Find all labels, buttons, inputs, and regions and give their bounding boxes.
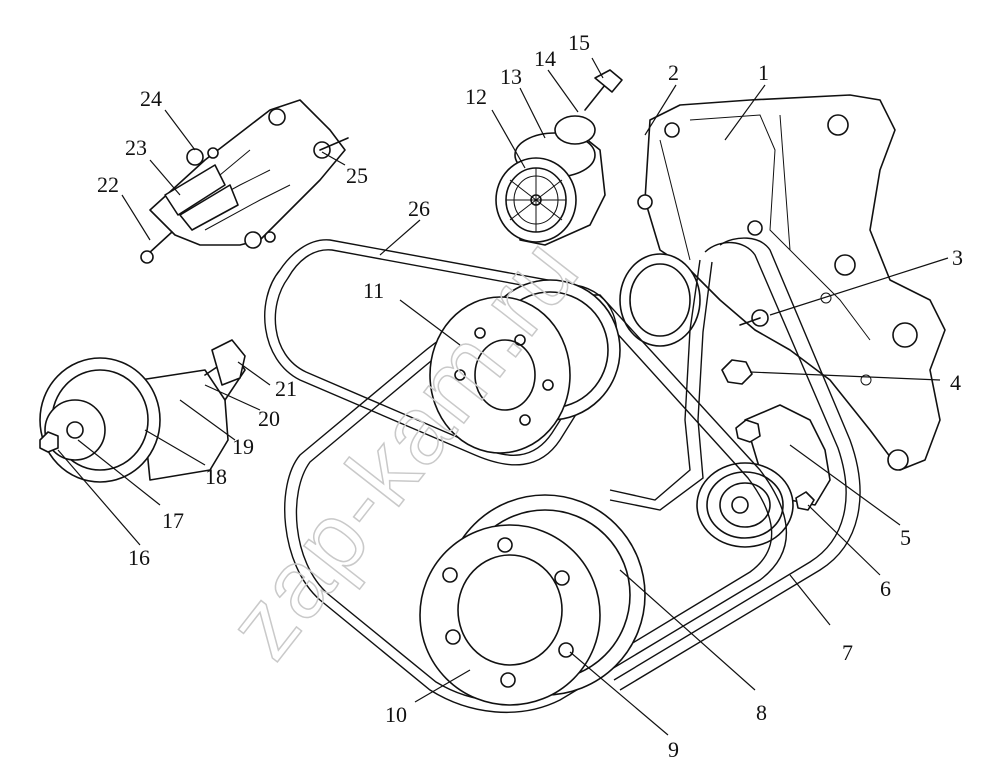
callout-16: 16 [128, 545, 150, 570]
callout-21: 21 [275, 376, 297, 401]
callout-17: 17 [162, 508, 184, 533]
callout-2: 2 [668, 60, 679, 85]
water-pump-pulley-assembly [39, 339, 246, 483]
callout-18: 18 [205, 464, 227, 489]
callout-1: 1 [758, 60, 769, 85]
nut [721, 359, 753, 385]
callout-3: 3 [952, 245, 963, 270]
callout-8: 8 [756, 700, 767, 725]
callout-13: 13 [500, 64, 522, 89]
callout-4: 4 [950, 370, 961, 395]
main-bracket [619, 94, 946, 471]
bracket-assembly-top-left [140, 99, 349, 264]
callout-9: 9 [668, 737, 679, 762]
callout-22: 22 [97, 172, 119, 197]
callout-11: 11 [363, 278, 384, 303]
leader-lines [57, 57, 949, 736]
callout-5: 5 [900, 525, 911, 550]
crankshaft-pulley [419, 494, 646, 706]
idler-roller-assembly [495, 69, 623, 246]
callout-24: 24 [140, 86, 162, 111]
callout-20: 20 [258, 406, 280, 431]
callout-19: 19 [232, 434, 254, 459]
callout-10: 10 [385, 702, 407, 727]
callout-7: 7 [842, 640, 853, 665]
callout-labels: 1 2 3 4 5 6 7 8 9 10 11 12 13 14 15 16 1… [97, 30, 963, 762]
callout-23: 23 [125, 135, 147, 160]
callout-26: 26 [408, 196, 430, 221]
callout-25: 25 [346, 163, 368, 188]
callout-12: 12 [465, 84, 487, 109]
callout-6: 6 [880, 576, 891, 601]
callout-14: 14 [534, 46, 556, 71]
callout-15: 15 [568, 30, 590, 55]
alternator-pulley [429, 279, 621, 454]
